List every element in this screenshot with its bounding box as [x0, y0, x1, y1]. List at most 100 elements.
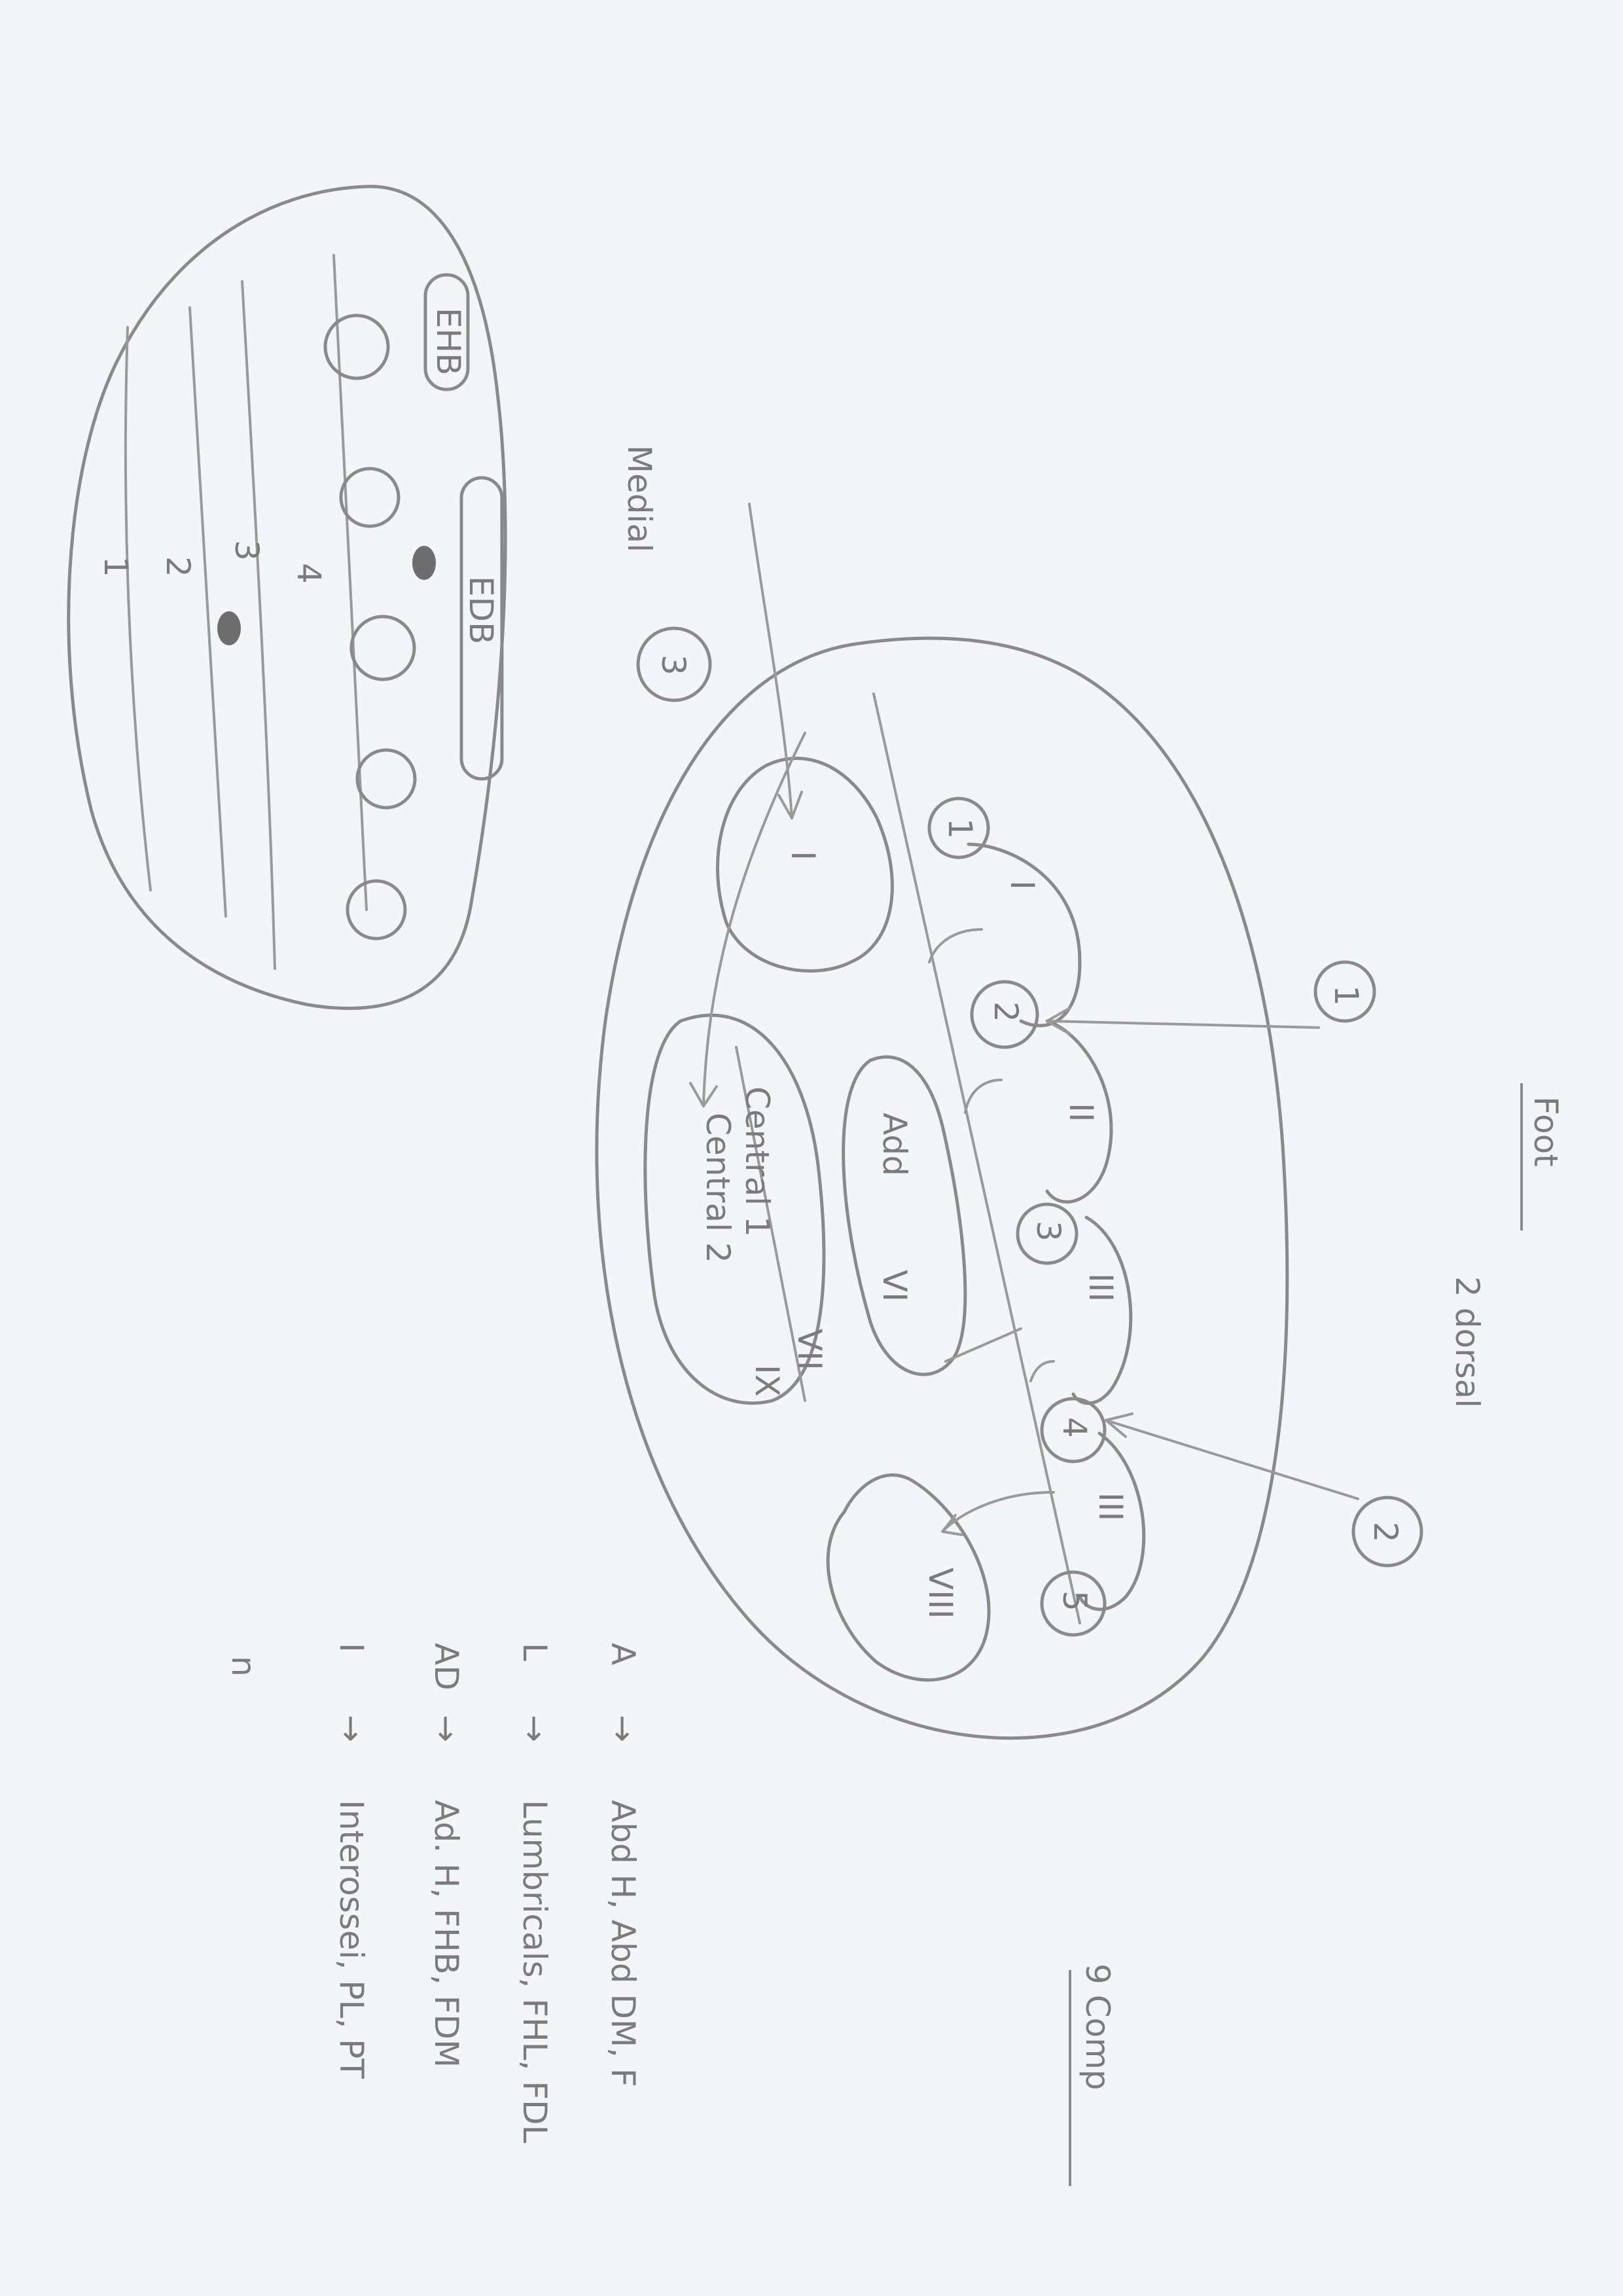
- interosseous-compartment: [1071, 1215, 1133, 1405]
- dorsal-layer-line: [241, 280, 276, 970]
- dorsal-vessel-dot: [412, 546, 436, 580]
- metatarsal-number: 3: [1029, 1221, 1067, 1242]
- dorsal-layer-number: 4: [290, 563, 328, 584]
- dorsal-layer-line: [188, 306, 227, 918]
- central-1-label: Central 1: [738, 1086, 776, 1237]
- header: Foot 2 dorsal 9 Comp: [1069, 1083, 1565, 2186]
- medial-pointer-arrowhead: [777, 791, 803, 819]
- medial-compartment: [716, 757, 894, 973]
- legend-text: Lumbricals, FHL, FDL: [516, 1800, 554, 2144]
- dorsal-bone-circle: [339, 467, 401, 528]
- dorsal-incision-2-circle: [1351, 1496, 1423, 1568]
- medial-pointer-line: [748, 503, 793, 819]
- legend: A → Abd H, Abd DM, F L → Lumbricals, FHL…: [224, 1643, 642, 2144]
- interosseous-1-roman: I: [1003, 880, 1041, 890]
- incision-1-arrow: [1046, 1020, 1320, 1029]
- central-divider: [735, 1046, 806, 1402]
- medial-number-circle: [636, 626, 712, 702]
- interosseous-4-roman: III: [1092, 1492, 1130, 1521]
- direction-arrow: [964, 1079, 1003, 1114]
- lateral-compartment: [826, 1473, 991, 1682]
- arrowhead: [941, 1514, 963, 1536]
- direction-arrow: [928, 928, 983, 963]
- metatarsal-circle: [1016, 1202, 1079, 1265]
- central-1-roman: VII: [791, 1329, 829, 1371]
- medial-number: 3: [654, 655, 692, 675]
- metatarsal-number: 4: [1056, 1417, 1094, 1438]
- legend-arrow: →: [427, 1715, 465, 1742]
- page-title: Foot: [1527, 1096, 1565, 1167]
- dorsal-incision-1-circle: [1313, 960, 1376, 1023]
- dorsal-section-outline: [67, 185, 507, 1011]
- legend-key: A: [604, 1643, 642, 1665]
- dorsal-layer-number: 1: [97, 556, 135, 577]
- medial-compartment-roman: I: [784, 851, 822, 861]
- page-subtitle: 2 dorsal: [1448, 1276, 1486, 1408]
- compartment-count: 9 Comp: [1079, 1964, 1116, 2090]
- edb-label: EDB: [462, 576, 500, 644]
- central-pointer-arrowhead: [689, 1082, 718, 1107]
- medial-label: Medial: [620, 445, 658, 552]
- adductor-roman: VI: [876, 1270, 914, 1302]
- legend-row: A → Abd H, Abd DM, F: [604, 1643, 642, 2087]
- legend-text: Interossei, PL, PT: [332, 1800, 370, 2079]
- ehb-label: EHB: [429, 308, 467, 376]
- legend-key: I: [332, 1643, 370, 1653]
- central-2-roman: IX: [748, 1365, 786, 1397]
- metatarsal-circle: [1040, 1570, 1107, 1637]
- central-2-label: Central 2: [699, 1113, 737, 1263]
- legend-row: n: [224, 1656, 262, 1677]
- dorsal-vessel-dot: [217, 611, 241, 645]
- legend-arrow: →: [604, 1715, 642, 1742]
- interosseous-compartment: [1078, 1431, 1146, 1611]
- legend-arrow: →: [332, 1715, 370, 1742]
- plantar-section: I Central 1 Central 2 VII IX Add VI VIII…: [595, 445, 1423, 1740]
- lateral-roman: VIII: [921, 1568, 959, 1619]
- dorsal-bone-circle: [346, 879, 407, 941]
- dorsal-chain-line: [332, 254, 368, 911]
- metatarsal-number: 5: [1056, 1590, 1094, 1611]
- direction-arrow: [941, 1491, 1055, 1533]
- foot-outline: [595, 636, 1289, 1740]
- legend-text: Ad. H, FHB, FDM: [427, 1800, 465, 2068]
- legend-key: n: [224, 1656, 262, 1677]
- legend-row: I → Interossei, PL, PT: [332, 1643, 370, 2079]
- dorsal-bone-circle: [355, 748, 417, 810]
- dorsal-section: EHB EDB 1 2 3 4: [67, 185, 507, 1011]
- legend-key: AD: [427, 1643, 465, 1691]
- legend-arrow: →: [516, 1715, 554, 1742]
- metatarsal-circle: [927, 797, 990, 859]
- incision-2-arrowhead: [1105, 1412, 1133, 1438]
- edb-capsule: [459, 476, 504, 781]
- legend-text: Abd H, Abd DM, F: [604, 1800, 642, 2087]
- direction-arrow: [1029, 1360, 1055, 1382]
- metatarsal-circle: [1040, 1397, 1107, 1463]
- metatarsal-circle: [970, 980, 1039, 1049]
- interosseous-compartment: [1045, 1019, 1113, 1204]
- dorsal-incision-2-number: 2: [1366, 1522, 1404, 1543]
- interosseous-2-roman: II: [1062, 1103, 1100, 1122]
- metatarsal-chain-line: [872, 692, 1081, 1624]
- interosseous-compartment: [967, 842, 1082, 1028]
- dorsal-bone-circle: [323, 314, 390, 380]
- incision-2-arrow: [1105, 1419, 1359, 1500]
- direction-arrow: [944, 1327, 1022, 1363]
- dorsal-bone-circle: [349, 615, 416, 681]
- legend-row: AD → Ad. H, FHB, FDM: [427, 1643, 465, 2068]
- dorsal-layer-number: 2: [159, 556, 197, 577]
- dorsal-incision-1-number: 1: [1327, 985, 1365, 1006]
- dorsal-layer-number: 3: [228, 540, 266, 561]
- metatarsal-number: 1: [941, 818, 979, 839]
- interosseous-3-roman: III: [1082, 1273, 1120, 1302]
- dorsal-layer-line: [124, 326, 152, 891]
- central-compartment: [643, 1013, 826, 1405]
- adductor-compartment: [842, 1055, 967, 1376]
- ehb-capsule: [423, 273, 470, 391]
- central-pointer-line: [702, 732, 806, 1107]
- metatarsal-number: 2: [987, 1001, 1025, 1022]
- legend-key: L: [516, 1643, 554, 1661]
- adductor-label: Add: [876, 1113, 914, 1176]
- legend-row: L → Lumbricals, FHL, FDL: [516, 1643, 554, 2144]
- incision-1-arrowhead: [1046, 1007, 1071, 1035]
